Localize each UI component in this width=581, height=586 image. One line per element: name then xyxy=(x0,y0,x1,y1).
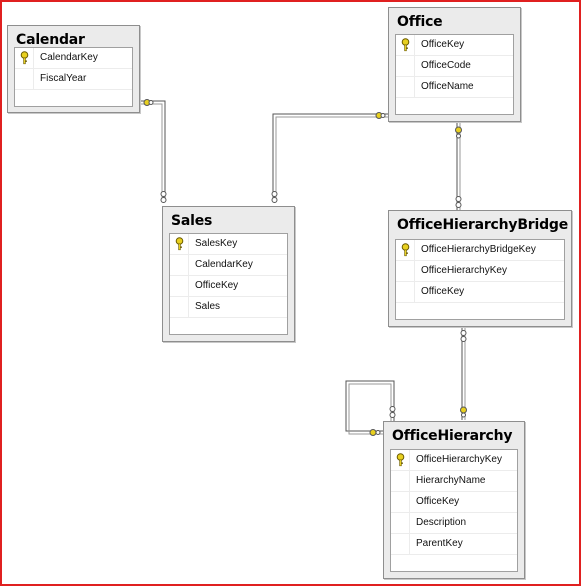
primary-key-icon xyxy=(20,51,29,65)
column-row[interactable]: OfficeCode xyxy=(396,56,513,77)
column-grid: OfficeHierarchyKey HierarchyName OfficeK… xyxy=(390,449,518,572)
column-row[interactable]: OfficeHierarchyKey xyxy=(396,261,564,282)
column-row[interactable]: Sales xyxy=(170,297,287,318)
column-name: CalendarKey xyxy=(195,259,253,270)
column-row[interactable]: OfficeName xyxy=(396,77,513,98)
column-row[interactable]: CalendarKey xyxy=(15,48,132,69)
column-name: Description xyxy=(416,517,467,528)
table-calendar[interactable]: Calendar CalendarKey FiscalYear xyxy=(7,25,140,113)
column-grid: SalesKey CalendarKey OfficeKey Sales xyxy=(169,233,288,335)
column-row[interactable]: FiscalYear xyxy=(15,69,132,90)
column-name: OfficeName xyxy=(421,81,474,92)
column-name: OfficeHierarchyKey xyxy=(421,265,507,276)
table-title: Office xyxy=(397,14,443,30)
column-row[interactable]: HierarchyName xyxy=(391,471,517,492)
column-name: ParentKey xyxy=(416,538,463,549)
column-name: OfficeKey xyxy=(421,39,465,50)
column-name: OfficeHierarchyBridgeKey xyxy=(421,244,536,255)
table-title: OfficeHierarchyBridge xyxy=(397,217,569,233)
column-name: Sales xyxy=(195,301,221,312)
column-row[interactable]: ParentKey xyxy=(391,534,517,555)
column-row[interactable]: Description xyxy=(391,513,517,534)
column-name: OfficeKey xyxy=(421,286,465,297)
relationship-office-bridge[interactable] xyxy=(455,122,462,210)
primary-key-icon xyxy=(401,38,410,52)
column-name: OfficeHierarchyKey xyxy=(416,454,502,465)
column-row[interactable]: OfficeHierarchyBridgeKey xyxy=(396,240,564,261)
primary-key-icon xyxy=(396,453,405,467)
column-grid: OfficeKey OfficeCode OfficeName xyxy=(395,34,514,115)
primary-key-icon xyxy=(401,243,410,257)
column-row[interactable]: SalesKey xyxy=(170,234,287,255)
table-office-hierarchy[interactable]: OfficeHierarchy OfficeHierarchyKey Hiera… xyxy=(383,421,525,579)
column-row[interactable]: OfficeKey xyxy=(396,282,564,303)
column-name: OfficeCode xyxy=(421,60,471,71)
relationship-office-sales[interactable] xyxy=(271,112,388,203)
relationship-bridge-hierarchy[interactable] xyxy=(460,325,467,420)
table-title: Calendar xyxy=(16,32,85,48)
column-name: HierarchyName xyxy=(416,475,486,486)
column-name: FiscalYear xyxy=(40,73,87,84)
primary-key-icon xyxy=(175,237,184,251)
table-office[interactable]: Office OfficeKey OfficeCode OfficeName xyxy=(388,7,521,122)
relationship-calendar-sales[interactable] xyxy=(140,99,167,203)
column-row[interactable]: OfficeKey xyxy=(170,276,287,297)
column-name: CalendarKey xyxy=(40,52,98,63)
table-title: OfficeHierarchy xyxy=(392,428,513,444)
table-sales[interactable]: Sales SalesKey CalendarKey OfficeKey Sal… xyxy=(162,206,295,342)
column-grid: CalendarKey FiscalYear xyxy=(14,47,133,107)
column-name: OfficeKey xyxy=(195,280,239,291)
column-row[interactable]: OfficeKey xyxy=(396,35,513,56)
column-row[interactable]: OfficeKey xyxy=(391,492,517,513)
column-row[interactable]: CalendarKey xyxy=(170,255,287,276)
relationship-hierarchy-self[interactable] xyxy=(345,380,396,436)
column-grid: OfficeHierarchyBridgeKey OfficeHierarchy… xyxy=(395,239,565,320)
table-title: Sales xyxy=(171,213,213,229)
column-row[interactable]: OfficeHierarchyKey xyxy=(391,450,517,471)
column-name: OfficeKey xyxy=(416,496,460,507)
column-name: SalesKey xyxy=(195,238,238,249)
table-office-hierarchy-bridge[interactable]: OfficeHierarchyBridge OfficeHierarchyBri… xyxy=(388,210,572,327)
